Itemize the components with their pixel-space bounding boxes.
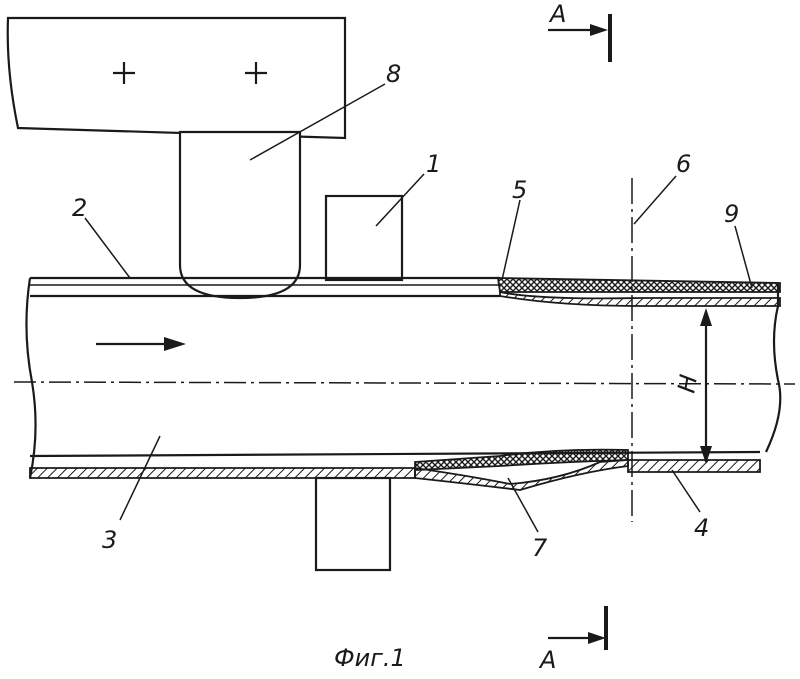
part-label-7: 7 (532, 534, 548, 562)
roller-stem (180, 132, 300, 298)
section-mark-bottom (548, 606, 606, 650)
part-label-1: 1 (426, 150, 441, 178)
dimension-h-label: H (672, 372, 703, 395)
part-label-3: 3 (102, 526, 117, 554)
figure-caption: Фиг.1 (334, 644, 406, 672)
part-label-5: 5 (512, 176, 527, 204)
dimension-h (700, 308, 712, 464)
part-label-8: 8 (386, 60, 401, 88)
part-label-9: 9 (724, 200, 739, 228)
flow-arrow (96, 337, 186, 351)
section-letter-top: A (548, 0, 566, 28)
upper-support-block (326, 196, 402, 280)
pipe-upper-wall (30, 278, 780, 306)
part-label-2: 2 (72, 194, 87, 222)
part-label-6: 6 (676, 150, 691, 178)
pipe-lower-wall (30, 450, 760, 490)
section-letter-bottom: A (538, 646, 556, 674)
lower-support-block (316, 478, 390, 570)
roller-head (8, 18, 345, 138)
part-label-4: 4 (694, 514, 709, 542)
